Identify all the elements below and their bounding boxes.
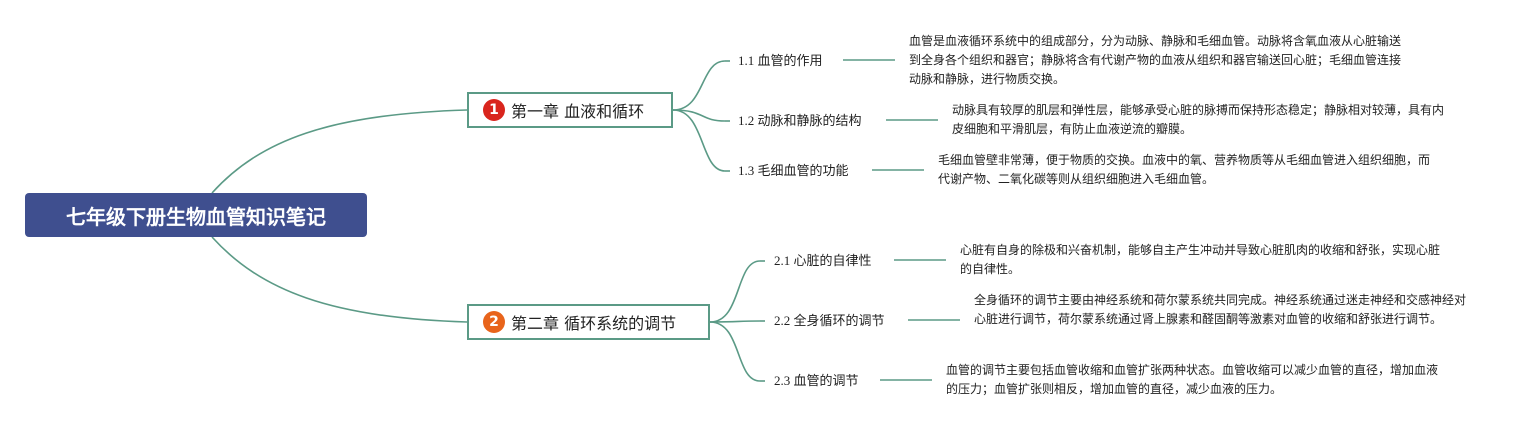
note-1-1: 血管是血液循环系统中的组成部分，分为动脉、静脉和毛细血管。动脉将含氧血液从心脏输… (909, 34, 1402, 86)
topic-1-2[interactable]: 1.2 动脉和静脉的结构 (738, 113, 862, 128)
root-topic[interactable]: 七年级下册生物血管知识笔记 (25, 193, 367, 237)
connector-chapter-2-topic-1 (709, 260, 761, 323)
connector-chapter-2-topic-3 (709, 321, 761, 382)
note-1-2: 动脉具有较厚的肌层和弹性层，能够承受心脏的脉搏而保持形态稳定；静脉相对较薄，具有… (952, 103, 1445, 136)
connector-chapter-1-topic-2 (672, 109, 726, 122)
root-topic-title: 七年级下册生物血管知识笔记 (66, 204, 326, 229)
topic-1-1[interactable]: 1.1 血管的作用 (738, 53, 823, 68)
topic-2-3[interactable]: 2.3 血管的调节 (774, 373, 859, 388)
chapter-1-number-badge: 1 (483, 99, 505, 121)
topic-2-1[interactable]: 2.1 心脏的自律性 (774, 253, 872, 268)
topic-1-3[interactable]: 1.3 毛细血管的功能 (738, 163, 849, 178)
note-2-2: 全身循环的调节主要由神经系统和荷尔蒙系统共同完成。神经系统通过迷走神经和交感神经… (974, 293, 1467, 326)
topic-2-2[interactable]: 2.2 全身循环的调节 (774, 313, 885, 328)
chapter-1-title: 第一章 血液和循环 (511, 102, 645, 121)
chapter-2-number-badge: 2 (483, 311, 505, 333)
connector-root-chapter-1 (211, 109, 468, 194)
connector-chapter-1-topic-3 (672, 109, 726, 172)
chapter-2-title: 第二章 循环系统的调节 (511, 314, 677, 333)
connector-root-chapter-2 (211, 236, 468, 323)
chapter-2-node[interactable]: 2 第二章 循环系统的调节 (467, 304, 710, 340)
connector-chapter-2-topic-2 (709, 320, 761, 323)
note-1-3: 毛细血管壁非常薄，便于物质的交换。血液中的氧、营养物质等从毛细血管进入组织细胞，… (938, 153, 1431, 186)
note-2-1: 心脏有自身的除极和兴奋机制，能够自主产生冲动并导致心脏肌肉的收缩和舒张，实现心脏… (960, 243, 1441, 276)
chapter-1-node[interactable]: 1 第一章 血液和循环 (467, 92, 673, 128)
connector-chapter-1-topic-1 (672, 60, 726, 111)
note-2-3: 血管的调节主要包括血管收缩和血管扩张两种状态。血管收缩可以减少血管的直径，增加血… (946, 363, 1439, 396)
